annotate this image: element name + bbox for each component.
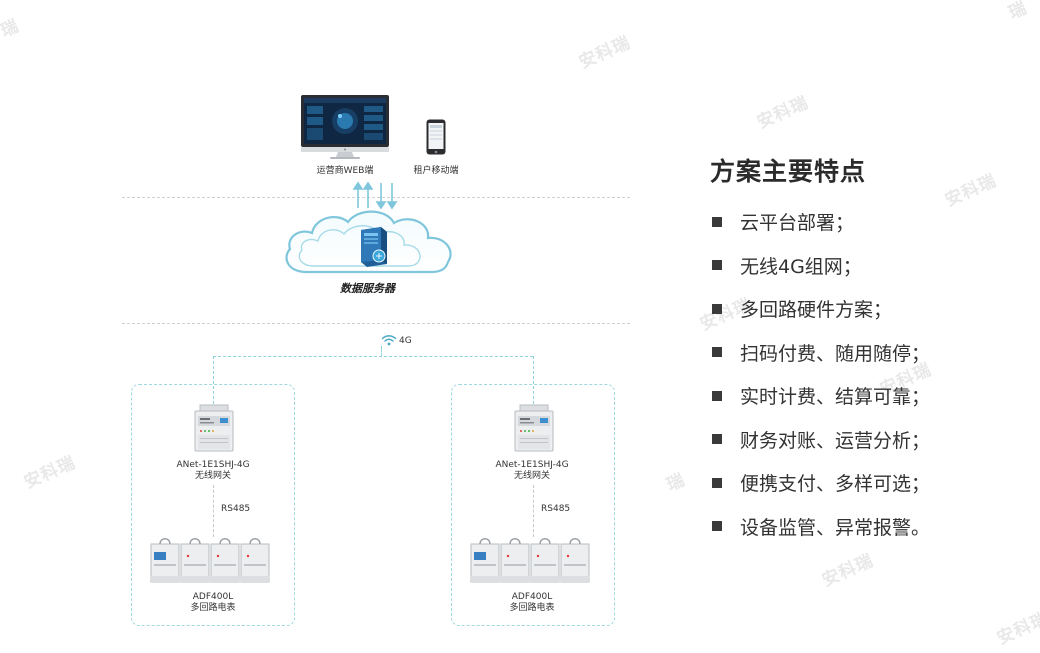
- watermark: 安科瑞: [576, 32, 634, 73]
- connector-line: [533, 356, 534, 404]
- watermark: 安科瑞: [994, 608, 1040, 649]
- square-bullet-icon: [712, 477, 722, 488]
- divider-line: [122, 197, 630, 198]
- watermark: 安科瑞: [754, 92, 812, 133]
- feature-text: 无线4G组网；: [740, 255, 862, 278]
- connector-line: [213, 356, 533, 357]
- gateway-model-label: ANet-1E1SHJ-4G: [176, 460, 250, 470]
- feature-text: 扫码付费、随用随停；: [740, 342, 931, 365]
- device-group-left: [131, 384, 295, 626]
- network-label: 4G: [399, 336, 412, 346]
- mobile-client-label: 租户移动端: [413, 166, 459, 176]
- connector-line: [213, 356, 214, 404]
- device-group-right: [451, 384, 615, 626]
- feature-item: 便携支付、多样可选；: [712, 461, 930, 505]
- meter-name-label: 多回路电表: [190, 603, 236, 613]
- meter-name-label: 多回路电表: [509, 603, 555, 613]
- feature-text: 实时计费、结算可靠；: [740, 386, 931, 409]
- server-label: 数据服务器: [340, 282, 395, 295]
- watermark: 安科瑞: [819, 550, 877, 591]
- gateway-icon: [514, 404, 554, 452]
- server-icon: [361, 227, 387, 267]
- meter-icon: [150, 538, 270, 583]
- feature-text: 财务对账、运营分析；: [740, 429, 931, 452]
- meter-model-label: ADF400L: [511, 592, 553, 602]
- watermark: 安科瑞: [21, 452, 79, 493]
- feature-text: 云平台部署；: [740, 212, 855, 235]
- gateway-name-label: 无线网关: [194, 471, 231, 481]
- feature-item: 扫码付费、随用随停；: [712, 331, 930, 375]
- square-bullet-icon: [712, 260, 722, 271]
- gateway-model-label: ANet-1E1SHJ-4G: [495, 460, 569, 470]
- features-list: 云平台部署； 无线4G组网； 多回路硬件方案； 扫码付费、随用随停； 实时计费、…: [712, 200, 930, 548]
- monitor-icon: [301, 95, 389, 159]
- square-bullet-icon: [712, 347, 722, 358]
- bus-label: RS485: [541, 504, 571, 514]
- feature-item: 实时计费、结算可靠；: [712, 374, 930, 418]
- watermark: 安科瑞: [942, 170, 1000, 211]
- feature-item: 云平台部署；: [712, 200, 930, 244]
- feature-item: 无线4G组网；: [712, 244, 930, 288]
- wifi-icon: [381, 335, 397, 346]
- gateway-name-label: 无线网关: [513, 471, 550, 481]
- gateway-icon: [194, 404, 234, 452]
- feature-item: 设备监管、异常报警。: [712, 505, 930, 549]
- bus-label: RS485: [221, 504, 251, 514]
- phone-icon: [426, 119, 446, 155]
- square-bullet-icon: [712, 390, 722, 401]
- feature-text: 便携支付、多样可选；: [740, 473, 931, 496]
- feature-text: 设备监管、异常报警。: [740, 516, 931, 539]
- square-bullet-icon: [712, 521, 722, 532]
- square-bullet-icon: [712, 216, 722, 227]
- meter-icon: [470, 538, 590, 583]
- divider-line: [122, 323, 630, 324]
- square-bullet-icon: [712, 303, 722, 314]
- feature-text: 多回路硬件方案；: [740, 299, 893, 322]
- watermark-fragment: 瑞: [663, 469, 689, 496]
- features-title: 方案主要特点: [710, 157, 867, 186]
- web-client-label: 运营商WEB端: [316, 166, 374, 176]
- feature-item: 多回路硬件方案；: [712, 287, 930, 331]
- data-arrows-icon: [352, 181, 398, 210]
- watermark-fragment: 瑞: [0, 15, 23, 42]
- meter-model-label: ADF400L: [192, 592, 234, 602]
- rs485-connector-line: [213, 485, 214, 537]
- feature-item: 财务对账、运营分析；: [712, 418, 930, 462]
- watermark-fragment: 瑞: [1005, 0, 1031, 24]
- connector-line: [381, 346, 382, 356]
- square-bullet-icon: [712, 434, 722, 445]
- rs485-connector-line: [533, 485, 534, 537]
